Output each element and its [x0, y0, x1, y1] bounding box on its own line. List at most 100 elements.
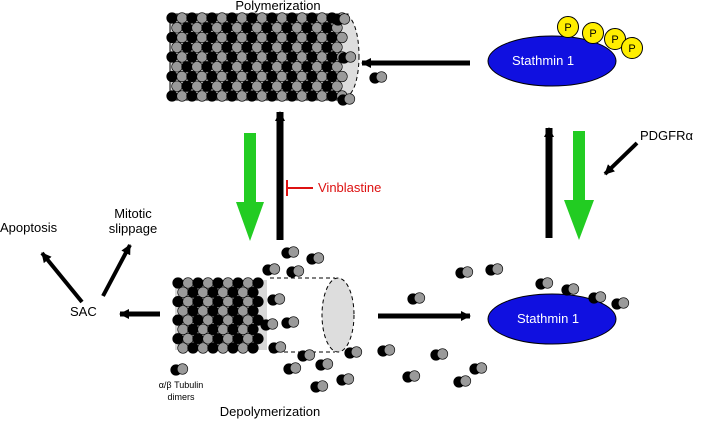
tubulin-subunit — [246, 31, 258, 44]
tubulin-subunit — [326, 70, 338, 83]
tubulin-subunit — [227, 323, 239, 336]
tubulin-subunit — [241, 61, 253, 73]
tubulin-subunit — [181, 61, 193, 73]
tubulin-subunit — [232, 277, 244, 289]
phosphate-group — [621, 37, 643, 59]
tubulin-subunit — [252, 277, 264, 289]
tubulin-subunit — [177, 286, 189, 298]
tubulin-subunit — [321, 80, 333, 92]
tubulin-subunit — [202, 333, 214, 345]
tubulin-subunit — [222, 333, 234, 345]
tubulin-subunit — [196, 51, 208, 63]
tubulin-subunit — [182, 333, 194, 345]
tubulin-subunit — [286, 90, 298, 102]
tubulin-subunit — [212, 277, 224, 289]
tubulin-subunit — [266, 31, 278, 44]
tubulin-subunit — [336, 70, 348, 83]
apoptosis-arrow — [40, 251, 84, 304]
tubulin-subunit — [301, 61, 313, 73]
beta-tubulin — [594, 291, 607, 303]
tubulin-subunit — [276, 12, 288, 24]
tubulin-subunit — [226, 51, 238, 63]
tubulin-subunit — [261, 61, 273, 73]
beta-tubulin — [617, 297, 630, 309]
tubulin-subunit — [212, 333, 224, 345]
beta-tubulin — [342, 373, 355, 385]
beta-tubulin — [176, 363, 189, 375]
tubulin-subunit — [301, 41, 313, 53]
tubulin-subunit — [227, 305, 239, 317]
tubulin-subunit — [186, 90, 198, 102]
tubulin-subunit — [276, 51, 288, 63]
tubulin-subunit — [186, 51, 198, 63]
tubulin-subunit — [191, 61, 203, 73]
tubulin-subunit — [241, 80, 253, 92]
beta-tubulin — [461, 266, 474, 278]
beta-tubulin — [475, 362, 488, 374]
tubulin-subunit — [291, 61, 303, 73]
tubulin-subunit — [177, 305, 189, 317]
phosphate-label: P — [628, 43, 635, 55]
tubulin-subunit — [306, 90, 318, 102]
tubulin-subunit — [286, 12, 298, 24]
phosphate-group — [604, 28, 626, 50]
tubulin-subunit — [286, 51, 298, 63]
tubulin-subunit — [252, 295, 264, 308]
stathmin-top — [487, 35, 617, 87]
tubulin-subunit — [266, 70, 278, 83]
tubulin-subunit — [296, 31, 308, 44]
tubulin-subunit — [326, 90, 338, 102]
tubulin-subunit — [171, 22, 183, 34]
tubulin-dimers — [170, 13, 504, 393]
tubulin-subunit — [177, 323, 189, 336]
tubulin-subunit — [217, 323, 229, 336]
tubulin-subunit — [276, 70, 288, 83]
tubulin-subunit — [266, 51, 278, 63]
tubulin-subunit — [281, 61, 293, 73]
tubulin-subunit — [177, 342, 189, 354]
tubulin-subunit — [187, 286, 199, 298]
microtubule-depolymerizing — [172, 277, 355, 354]
mitotic-slippage-arrow — [101, 244, 132, 297]
tubulin-subunit — [192, 295, 204, 308]
tubulin-subunit — [241, 41, 253, 53]
tubulin-subunit — [221, 80, 233, 92]
tubulin-subunit — [242, 314, 254, 326]
tubulin-subunit — [166, 90, 178, 102]
tubulin-subunit — [211, 41, 223, 53]
tubulin-subunit — [192, 277, 204, 289]
sac-label: SAC — [70, 304, 97, 319]
tubulin-subunit — [296, 90, 308, 102]
tubulin-subunit — [202, 277, 214, 289]
tubulin-subunit — [206, 90, 218, 102]
tubulin-subunit — [207, 342, 219, 354]
tubulin-subunit — [201, 61, 213, 73]
beta-tubulin — [273, 293, 286, 305]
tubulin-subunit — [191, 22, 203, 34]
stathmin-bottom-label: Stathmin 1 — [517, 311, 580, 326]
tubulin-subunit — [196, 90, 208, 102]
tubulin-subunit — [216, 51, 228, 63]
tubulin-subunit — [311, 22, 323, 34]
tubulin-subunit — [336, 31, 348, 44]
tubulin-subunit — [321, 61, 333, 73]
tubulin-subunit — [246, 90, 258, 102]
tubulin-subunit — [237, 286, 249, 298]
tubulin-subunit — [246, 12, 258, 24]
tubulin-subunit — [252, 333, 264, 345]
tubulin-subunit — [237, 342, 249, 354]
tubulin-subunit — [246, 70, 258, 83]
tubulin-subunit — [251, 80, 263, 92]
tubulin-subunit — [206, 12, 218, 24]
tubulin-subunit — [172, 314, 184, 326]
tubulin-subunit — [256, 90, 268, 102]
tubulin-subunit — [276, 31, 288, 44]
phosphate-group — [582, 22, 604, 44]
beta-tubulin — [344, 51, 357, 63]
tubulin-subunit — [187, 342, 199, 354]
tubulin-subunit — [196, 12, 208, 24]
tubulin-subunit — [281, 41, 293, 53]
tubulin-subunit — [222, 295, 234, 308]
tubulin-subunit — [216, 12, 228, 24]
tubulin-subunit — [222, 314, 234, 326]
